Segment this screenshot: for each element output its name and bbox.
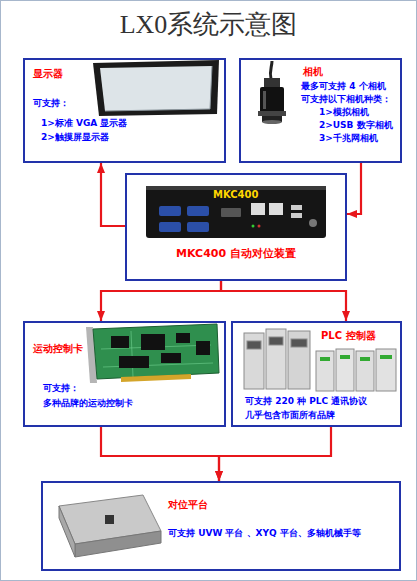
component-box: 运动控制卡可支持： 多种品牌的运动控制卡	[23, 321, 226, 427]
box-heading: 显示器	[33, 68, 93, 81]
box-heading: PLC 控制器	[321, 330, 401, 343]
box-text: 2>触摸屏显示器	[41, 132, 221, 143]
signal-arrow	[347, 163, 361, 214]
box-text: 最多可支持 4 个相机	[301, 81, 401, 92]
box-heading: 对位平台	[168, 499, 288, 512]
box-text: 2>USB 数字相机	[319, 120, 401, 131]
box-text: 几乎包含市面所有品牌	[245, 410, 400, 421]
box-text: 1>标准 VGA 显示器	[41, 118, 221, 129]
box-text: 3>千兆网相机	[319, 133, 401, 144]
signal-arrow	[221, 281, 346, 321]
signal-arrow	[101, 427, 219, 481]
component-box: 对位平台可支持 UVW 平台 、XYQ 平台、多轴机械手等	[41, 481, 401, 571]
box-heading: 相机	[303, 66, 363, 79]
box-text: 可支持以下相机种类：	[301, 94, 401, 105]
component-box: 相机最多可支持 4 个相机可支持以下相机种类： 1>模拟相机 2>USB 数字相机 3…	[239, 58, 402, 163]
box-text: 可支持：	[33, 98, 93, 109]
signal-arrow	[101, 163, 125, 226]
box-text: 可支持：	[43, 383, 103, 394]
box-heading: 运动控制卡	[33, 343, 103, 356]
diagram-title: LX0系统示意图	[1, 7, 416, 42]
box-heading: MKC400 自动对位装置	[127, 247, 345, 261]
device-label: MKC400	[213, 189, 273, 200]
component-box: PLC 控制器可支持 220 种 PLC 通讯协议几乎包含市面所有品牌	[231, 321, 402, 427]
box-text: 可支持 UVW 平台 、XYQ 平台、多轴机械手等	[168, 528, 398, 539]
component-box: 显示器可支持： 1>标准 VGA 显示器 2>触摸屏显示器	[23, 58, 226, 163]
box-text: 可支持 220 种 PLC 通讯协议	[245, 396, 400, 407]
signal-arrow	[219, 427, 331, 481]
signal-arrow	[101, 281, 221, 321]
box-text: 多种品牌的运动控制卡	[43, 398, 223, 409]
box-text: 1>模拟相机	[319, 107, 401, 118]
